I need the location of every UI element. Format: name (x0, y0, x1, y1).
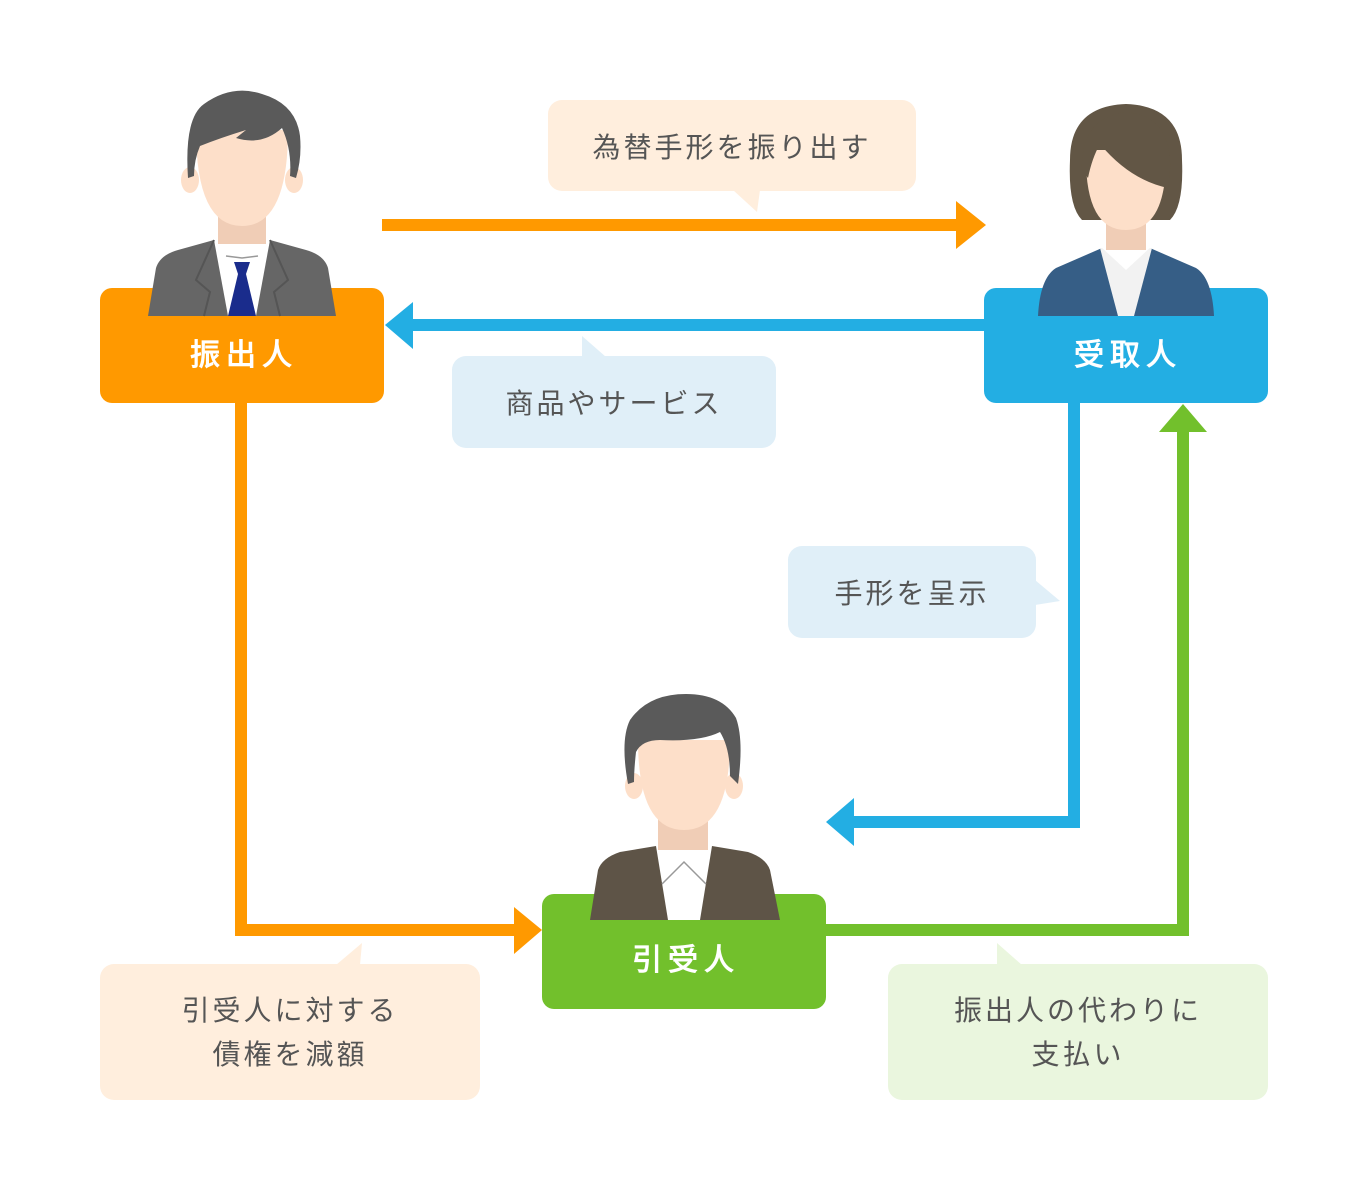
businessman-brown-suit-icon (590, 694, 780, 920)
businesswoman-navy-suit-icon (1038, 104, 1214, 316)
role-acceptor: 引受人 (542, 694, 826, 1009)
role-label: 引受人 (632, 943, 740, 978)
bubble-text: 引受人に対する (181, 994, 398, 1027)
role-payee: 受取人 (984, 104, 1268, 403)
speech-bubble: 商品やサービス (452, 336, 776, 448)
flow-present: 手形を呈示 (788, 400, 1080, 846)
role-drawer: 振出人 (100, 90, 384, 403)
bubble-text: 振出人の代わりに (954, 994, 1202, 1027)
arrow-shaft-vertical (235, 400, 247, 936)
flow-draw-bill: 為替手形を振り出す (382, 100, 986, 249)
flow-pay: 振出人の代わりに 支払い (824, 404, 1268, 1100)
role-label: 振出人 (190, 338, 298, 373)
arrow-head-left-icon (826, 798, 854, 846)
flow-goods: 商品やサービス (385, 302, 986, 448)
arrow-shaft (410, 319, 986, 331)
speech-bubble: 引受人に対する 債権を減額 (100, 943, 480, 1100)
bubble-text: 商品やサービス (505, 387, 722, 420)
arrow-shaft-horizontal (850, 816, 1080, 828)
arrow-shaft (382, 219, 962, 231)
speech-bubble: 振出人の代わりに 支払い (888, 943, 1268, 1100)
arrow-head-right-icon (514, 907, 542, 954)
bubble-text: 為替手形を振り出す (592, 131, 871, 164)
bubble-text: 手形を呈示 (834, 577, 989, 610)
arrow-shaft-vertical (1177, 428, 1189, 936)
flow-reduce-claim: 引受人に対する 債権を減額 (100, 400, 542, 1100)
arrow-head-left-icon (385, 302, 413, 349)
role-box (984, 288, 1268, 403)
arrow-head-up-icon (1159, 404, 1207, 432)
arrow-shaft-horizontal (235, 924, 520, 936)
speech-bubble: 為替手形を振り出す (548, 100, 916, 212)
bubble-text: 支払い (1031, 1038, 1124, 1071)
arrow-shaft-vertical (1068, 400, 1080, 828)
role-box (542, 894, 826, 1009)
businessman-gray-suit-icon (148, 90, 336, 317)
speech-bubble: 手形を呈示 (788, 546, 1060, 638)
role-box (100, 288, 384, 403)
bubble-text: 債権を減額 (212, 1038, 367, 1071)
role-label: 受取人 (1074, 338, 1182, 373)
arrow-head-right-icon (956, 201, 986, 249)
arrow-shaft-horizontal (824, 924, 1189, 936)
